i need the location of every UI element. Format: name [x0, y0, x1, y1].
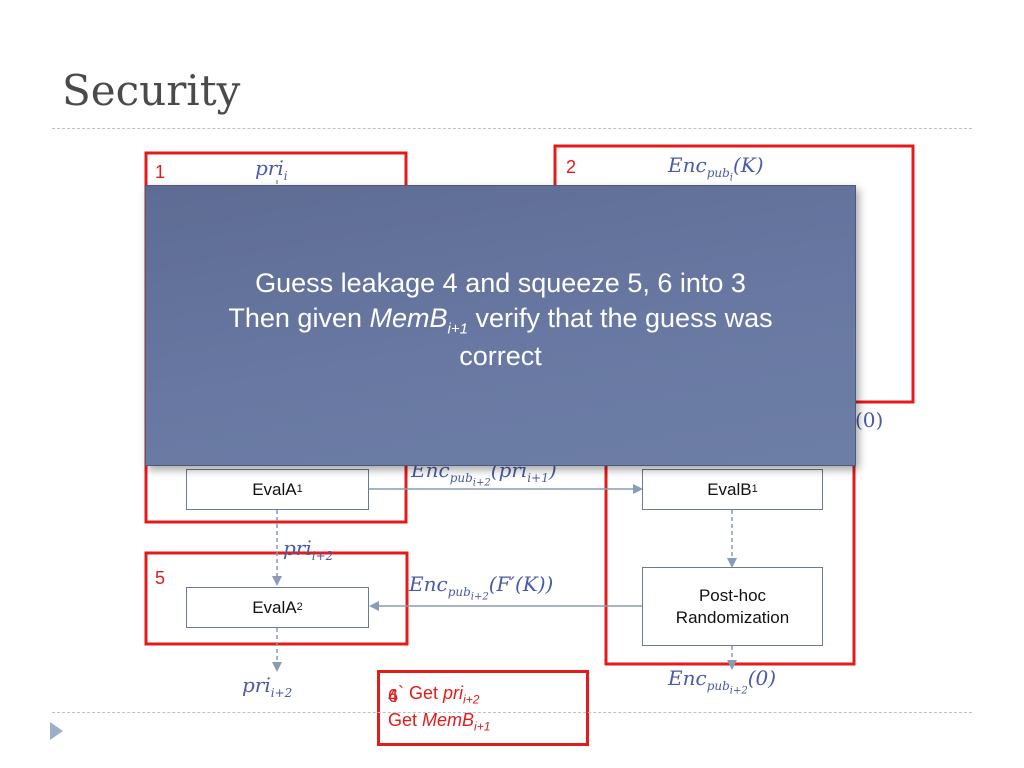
label-enc-f-prime: Encpubi+2(F′(K))	[409, 572, 554, 603]
annotation-overlay: Guess leakage 4 and squeeze 5, 6 into 3 …	[145, 185, 856, 466]
label-pri-i2-mid: prii+2	[283, 536, 334, 563]
slide-nav-arrow-icon[interactable]	[50, 722, 63, 740]
overlay-line-3: correct	[459, 340, 542, 371]
node-posthoc-randomization: Post-hoc Randomization	[642, 567, 823, 646]
label-enc-zero: Encpubi+2(0)	[668, 666, 777, 697]
label-pri-i: prii	[255, 156, 288, 183]
box-5-label: 5	[155, 568, 166, 588]
callout-row-2: Get MemBi+1	[388, 709, 491, 734]
box-1-label: 1	[155, 162, 166, 182]
overlay-line-1: Guess leakage 4 and squeeze 5, 6 into 3	[255, 268, 746, 298]
label-enc-pubi-k: Encpubi(K)	[668, 153, 764, 184]
footer-divider	[52, 712, 972, 713]
box-2-label: 2	[566, 157, 577, 177]
title-divider	[52, 128, 972, 129]
label-zero-right: (0)	[855, 408, 884, 432]
slide-title: Security	[62, 66, 241, 115]
overlay-line-2: Then given MemBi+1 verify that the guess…	[228, 303, 773, 338]
label-pri-i2-bottom: prii+2	[242, 673, 293, 700]
